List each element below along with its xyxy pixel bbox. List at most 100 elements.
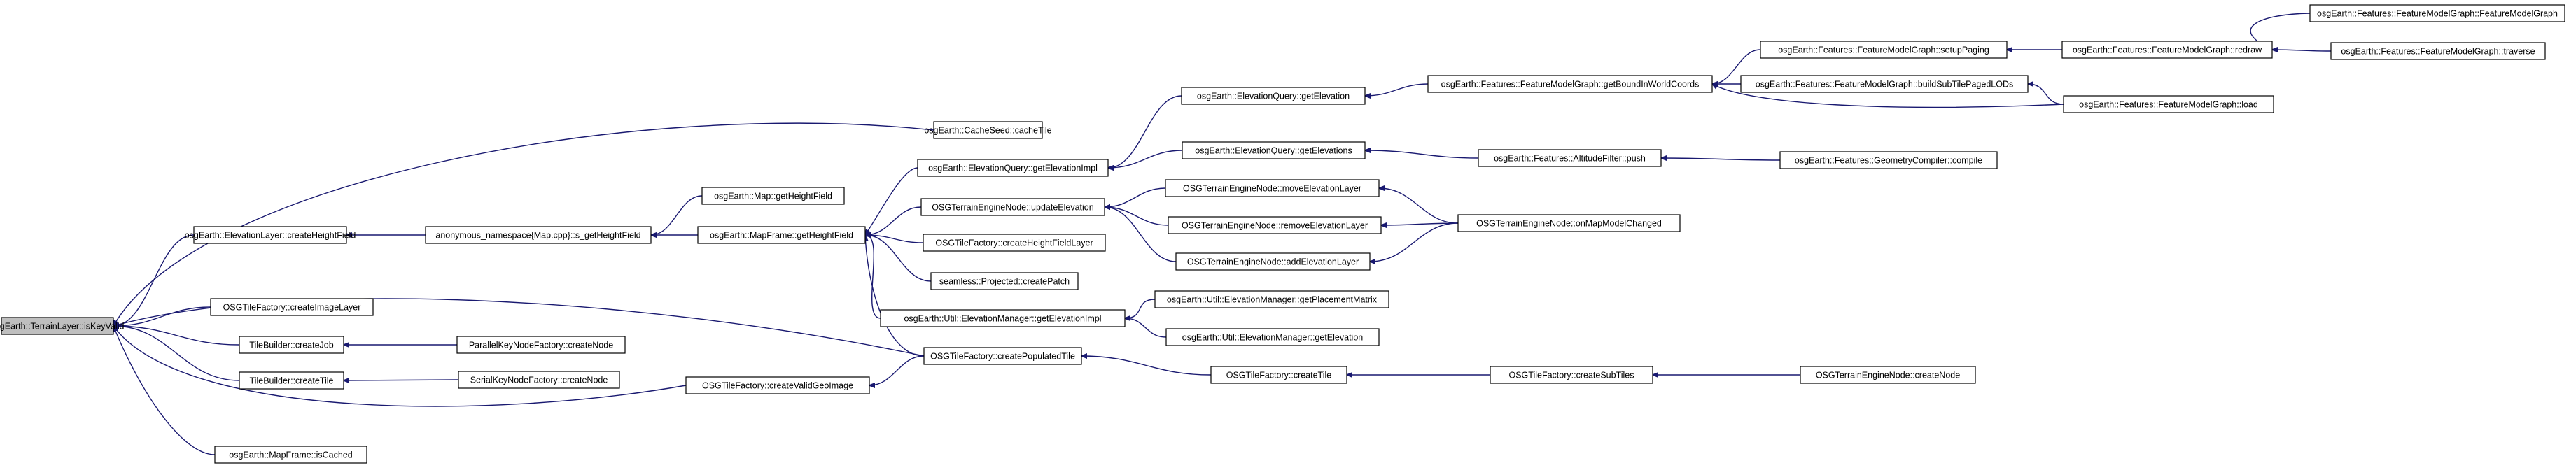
graph-node[interactable]: TileBuilder::createTile bbox=[239, 371, 344, 390]
graph-edge-path bbox=[113, 326, 240, 346]
graph-node-label: OSGTerrainEngineNode::addElevationLayer bbox=[1187, 257, 1359, 267]
graph-node[interactable]: osgEarth::CacheSeed::cacheTile bbox=[924, 121, 1052, 139]
graph-node[interactable]: SerialKeyNodeFactory::createNode bbox=[458, 371, 620, 389]
graph-node[interactable]: osgEarth::ElevationQuery::getElevations bbox=[1182, 141, 1366, 159]
graph-node-label: OSGTileFactory::createPopulatedTile bbox=[930, 352, 1075, 362]
graph-edge-path bbox=[113, 234, 195, 326]
graph-node-box bbox=[2309, 4, 2566, 22]
graph-edge bbox=[113, 326, 687, 407]
graph-node[interactable]: anonymous_namespace{Map.cpp}::s_getHeigh… bbox=[425, 226, 652, 244]
graph-node[interactable]: OSGTileFactory::createTile bbox=[1210, 366, 1348, 384]
graph-node-label: OSGTileFactory::createSubTiles bbox=[1509, 371, 1634, 380]
graph-node[interactable]: OSGTileFactory::createPopulatedTile bbox=[923, 347, 1082, 365]
graph-node[interactable]: ParallelKeyNodeFactory::createNode bbox=[456, 336, 626, 354]
graph-node[interactable]: OSGTerrainEngineNode::moveElevationLayer bbox=[1165, 179, 1380, 197]
graph-node[interactable]: osgEarth::Features::FeatureModelGraph::r… bbox=[2062, 41, 2273, 59]
graph-node[interactable]: OSGTileFactory::createValidGeoImage bbox=[685, 376, 870, 394]
graph-edge bbox=[1105, 207, 1169, 226]
graph-node[interactable]: osgEarth::ElevationLayer::createHeightFi… bbox=[185, 226, 356, 244]
graph-edge bbox=[1108, 150, 1183, 168]
graph-node[interactable]: TileBuilder::createJob bbox=[239, 336, 344, 354]
graph-node[interactable]: osgEarth::Features::FeatureModelGraph::t… bbox=[2330, 42, 2546, 60]
graph-node[interactable]: osgEarth::Map::getHeightField bbox=[701, 187, 845, 205]
graph-node[interactable]: osgEarth::Features::FeatureModelGraph::l… bbox=[2063, 95, 2274, 113]
graph-node[interactable]: OSGTerrainEngineNode::updateElevation bbox=[920, 198, 1105, 216]
graph-node-label: ParallelKeyNodeFactory::createNode bbox=[469, 341, 613, 350]
graph-node-label: osgEarth::Map::getHeightField bbox=[714, 192, 832, 201]
graph-node-box bbox=[685, 376, 870, 394]
graph-node-label: osgEarth::MapFrame::isCached bbox=[229, 450, 353, 460]
graph-edge-path bbox=[865, 235, 924, 243]
graph-edge-path bbox=[865, 167, 918, 235]
graph-node-box bbox=[1168, 216, 1382, 234]
graph-node[interactable]: OSGTileFactory::createImageLayer bbox=[210, 298, 374, 316]
graph-node-label: osgEarth::ElevationQuery::getElevation bbox=[1197, 92, 1350, 101]
graph-edge bbox=[1365, 150, 1479, 159]
graph-node[interactable]: osgEarth::Features::FeatureModelGraph::F… bbox=[2309, 4, 2566, 22]
graph-node[interactable]: osgEarth::Util::ElevationManager::getPla… bbox=[1154, 290, 1390, 308]
graph-node-box bbox=[1182, 141, 1366, 159]
graph-node[interactable]: osgEarth::Util::ElevationManager::getEle… bbox=[1166, 328, 1380, 346]
graph-node-box bbox=[456, 336, 626, 354]
graph-node[interactable]: OSGTerrainEngineNode::addElevationLayer bbox=[1175, 252, 1371, 271]
graph-node[interactable]: OSGTileFactory::createSubTiles bbox=[1490, 366, 1653, 384]
graph-node[interactable]: OSGTileFactory::createHeightFieldLayer bbox=[923, 234, 1106, 252]
graph-edge bbox=[1712, 84, 2064, 108]
graph-node-label: osgEarth::Util::ElevationManager::getPla… bbox=[1167, 295, 1378, 305]
graph-edge bbox=[1381, 223, 1459, 225]
graph-edge-path bbox=[865, 235, 932, 282]
graph-node[interactable]: osgEarth::Features::FeatureModelGraph::s… bbox=[1760, 41, 2008, 59]
graph-edge bbox=[113, 306, 211, 326]
graph-edge bbox=[113, 298, 925, 357]
graph-edge bbox=[2272, 50, 2332, 51]
graph-node[interactable]: osgEarth::ElevationQuery::getElevation bbox=[1181, 87, 1366, 105]
graph-node[interactable]: osgEarth::Util::ElevationManager::getEle… bbox=[880, 309, 1126, 327]
graph-node[interactable]: OSGTerrainEngineNode::onMapModelChanged bbox=[1457, 214, 1681, 232]
graph-edge-path bbox=[113, 122, 934, 326]
graph-edge-path bbox=[1379, 188, 1459, 224]
graph-node[interactable]: osgEarth::MapFrame::getHeightField bbox=[697, 226, 866, 244]
graph-node-label: OSGTerrainEngineNode::moveElevationLayer bbox=[1183, 184, 1362, 194]
graph-edge-path bbox=[2272, 50, 2332, 51]
graph-node[interactable]: osgEarth::ElevationQuery::getElevationIm… bbox=[917, 159, 1109, 177]
graph-node-box bbox=[214, 446, 368, 464]
graph-edge bbox=[865, 235, 881, 319]
graph-edge-path bbox=[113, 326, 216, 455]
graph-edge-path bbox=[1661, 158, 1781, 160]
graph-node-label: osgEarth::Util::ElevationManager::getEle… bbox=[1182, 333, 1364, 343]
graph-edge-path bbox=[651, 195, 703, 235]
graph-edge bbox=[865, 235, 932, 282]
graph-edge-path bbox=[1370, 222, 1459, 262]
graph-node-label: SerialKeyNodeFactory::createNode bbox=[470, 376, 608, 385]
graph-node-box bbox=[425, 226, 652, 244]
graph-node-root[interactable]: osgEarth::TerrainLayer::isKeyValid bbox=[0, 317, 124, 335]
graph-node[interactable]: osgEarth::Features::AltitudeFilter::push bbox=[1478, 149, 1662, 167]
graph-node[interactable]: osgEarth::Features::FeatureModelGraph::b… bbox=[1740, 75, 2029, 93]
graph-edge-path bbox=[1125, 299, 1156, 318]
graph-node[interactable]: osgEarth::Features::FeatureModelGraph::g… bbox=[1427, 75, 1713, 93]
graph-node-label: OSGTileFactory::createTile bbox=[1226, 371, 1332, 380]
graph-edge-path bbox=[1105, 207, 1169, 226]
graph-node-box bbox=[1779, 151, 1998, 169]
graph-node-label: osgEarth::Features::FeatureModelGraph::b… bbox=[1756, 80, 2014, 90]
graph-node-label: anonymous_namespace{Map.cpp}::s_getHeigh… bbox=[435, 231, 640, 241]
graph-node-box bbox=[1154, 290, 1390, 308]
graph-node[interactable]: osgEarth::MapFrame::isCached bbox=[214, 446, 368, 464]
graph-node-label: osgEarth::Util::ElevationManager::getEle… bbox=[904, 314, 1101, 324]
graph-node-label: osgEarth::ElevationQuery::getElevations bbox=[1195, 146, 1352, 156]
graph-edge bbox=[1082, 356, 1212, 376]
graph-edge bbox=[1108, 95, 1182, 168]
graph-node-box bbox=[1760, 41, 2008, 59]
graph-node-box bbox=[923, 347, 1082, 365]
graph-node-label: OSGTileFactory::createHeightFieldLayer bbox=[935, 238, 1093, 248]
graph-node[interactable]: osgEarth::Features::GeometryCompiler::co… bbox=[1779, 151, 1998, 169]
graph-edge bbox=[1661, 158, 1781, 160]
graph-node[interactable]: OSGTerrainEngineNode::removeElevationLay… bbox=[1168, 216, 1382, 234]
graph-edge bbox=[869, 355, 925, 385]
graph-node-box bbox=[1740, 75, 2029, 93]
graph-node[interactable]: seamless::Projected::createPatch bbox=[930, 272, 1079, 290]
graph-node[interactable]: OSGTerrainEngineNode::createNode bbox=[1800, 366, 1976, 384]
graph-node-label: osgEarth::Features::FeatureModelGraph::r… bbox=[2073, 45, 2262, 55]
graph-edge bbox=[1370, 222, 1459, 262]
